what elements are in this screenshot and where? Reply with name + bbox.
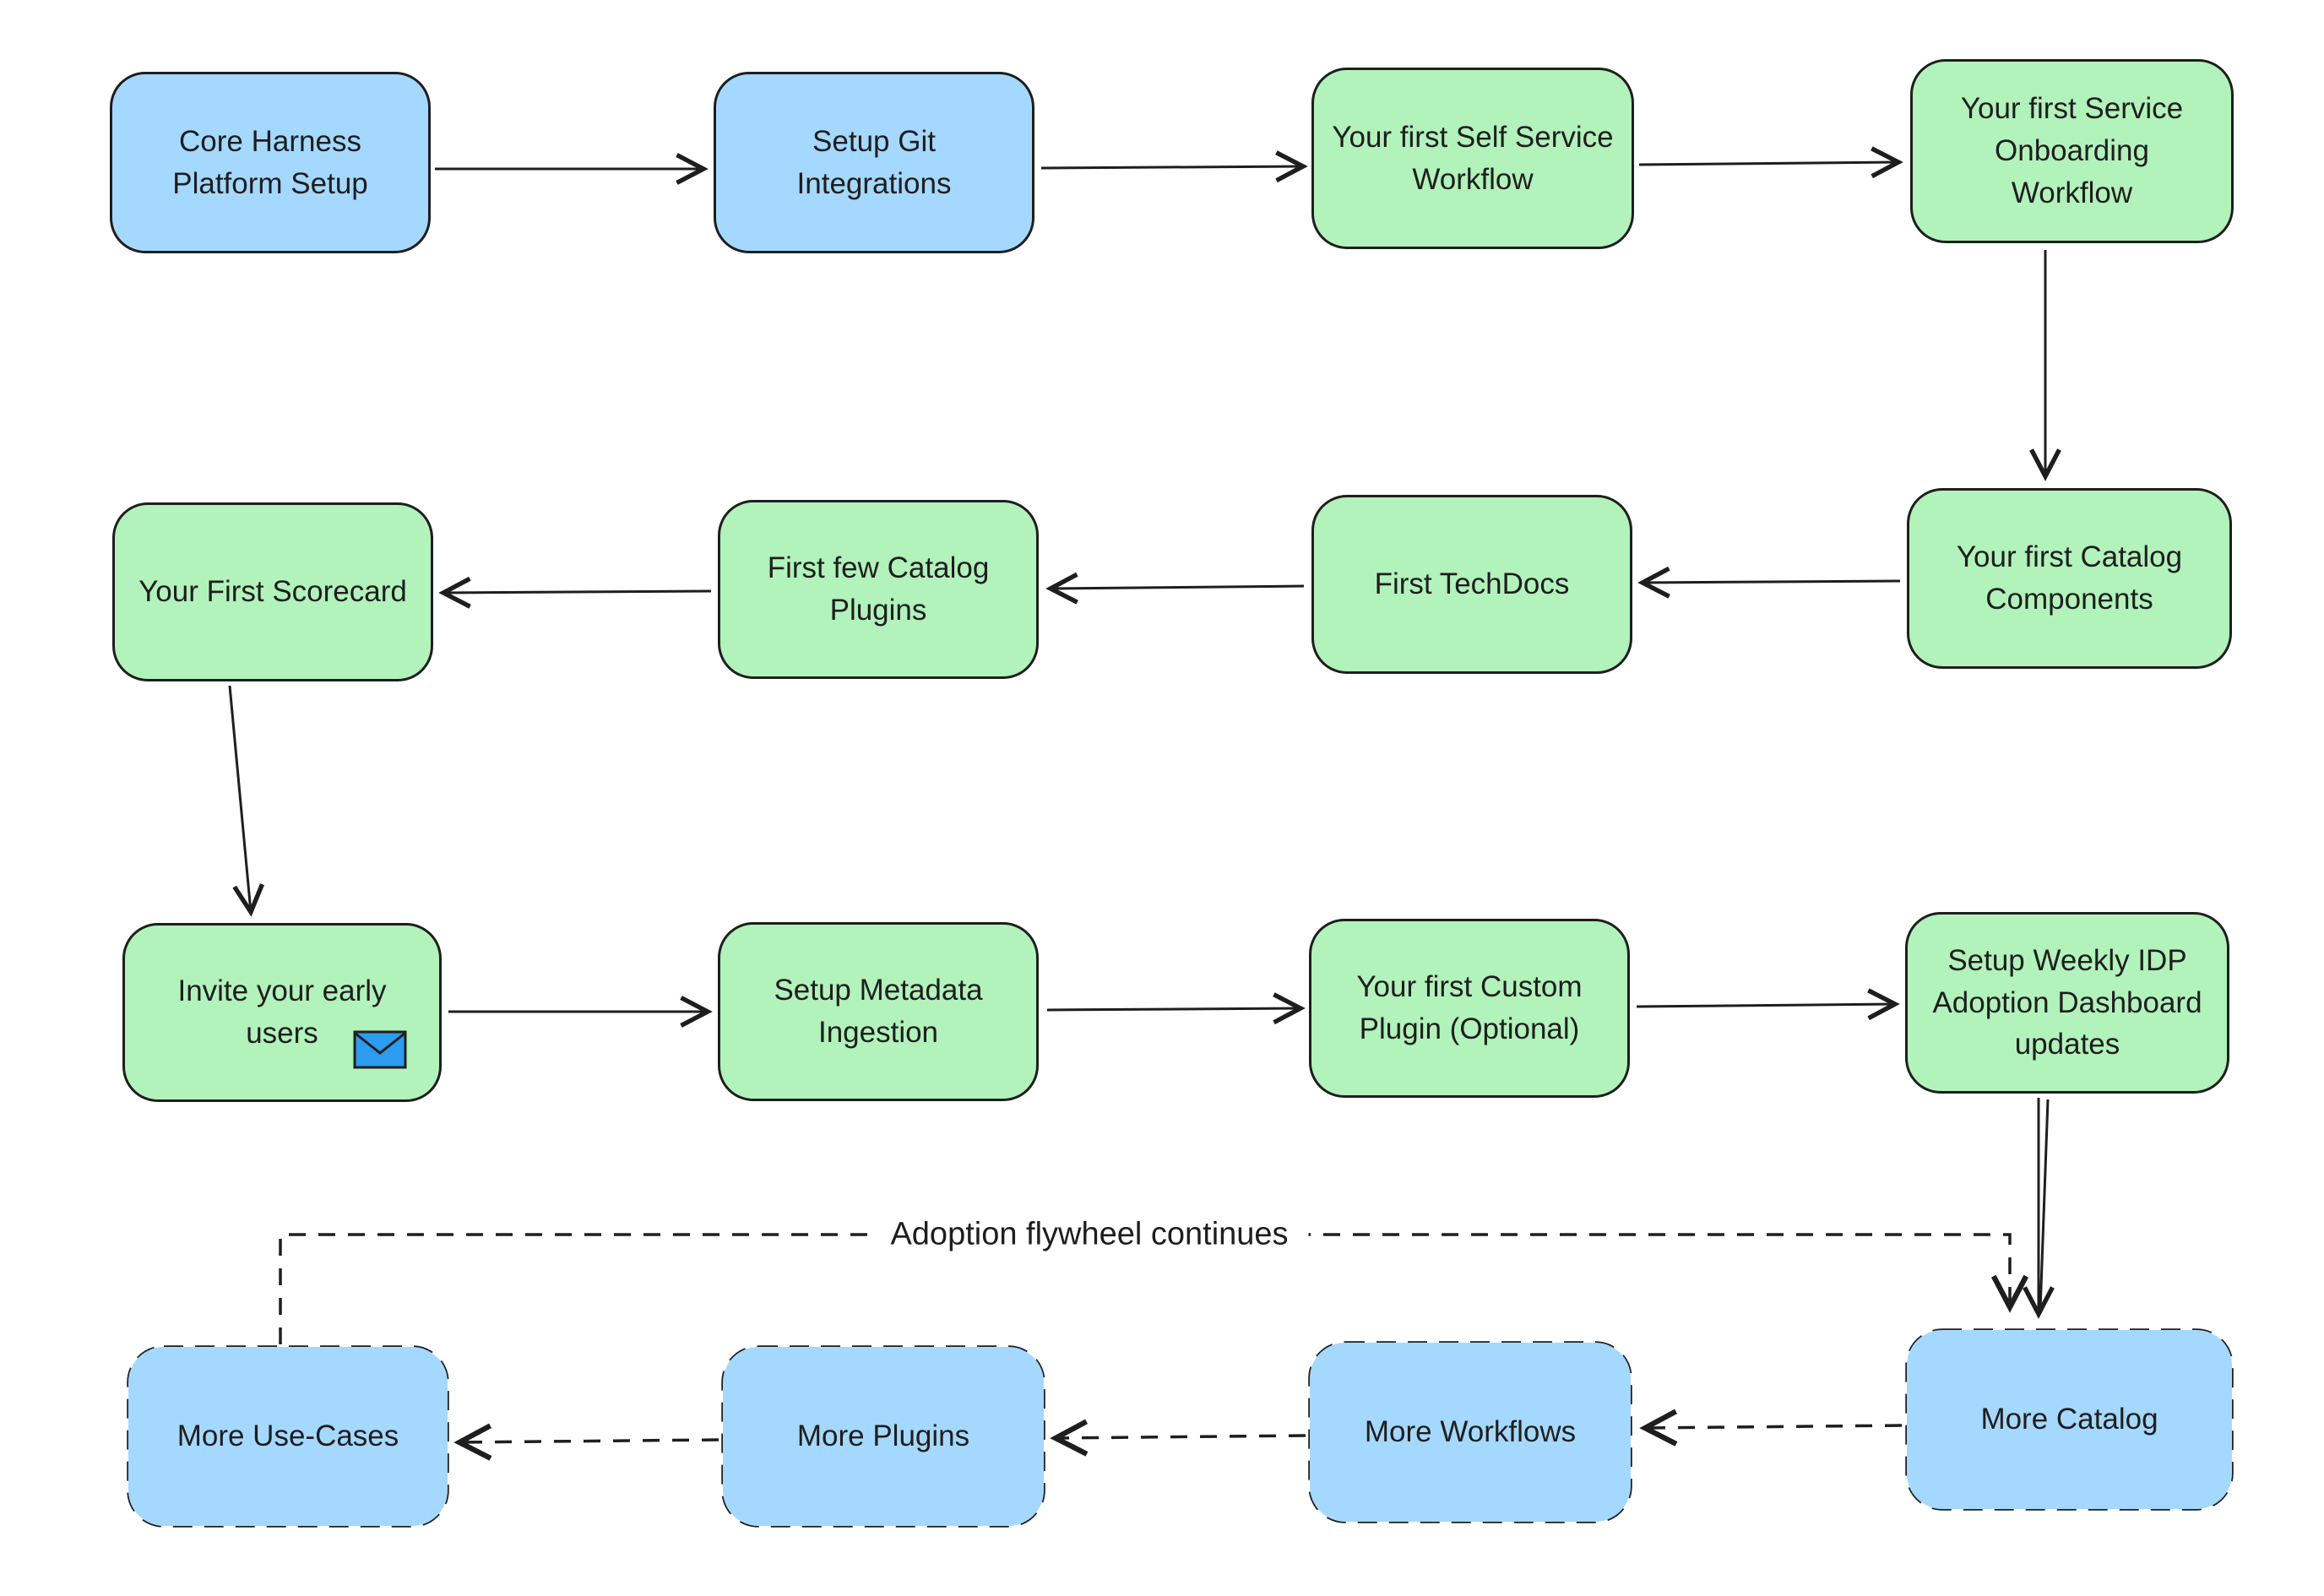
node-label: First few Catalog Plugins — [767, 551, 990, 627]
node-more-catalog: More Catalog — [1907, 1330, 2232, 1509]
node-label: First TechDocs — [1374, 567, 1570, 601]
node-label: More Workflows — [1364, 1415, 1577, 1449]
node-first-techdocs: First TechDocs — [1311, 495, 1632, 674]
arrow-catalog-components-to-techdocs — [1637, 566, 1901, 599]
arrow-git-to-self-service — [1040, 150, 1308, 183]
arrow-more-plugins-to-more-use-cases — [453, 1423, 719, 1461]
node-label: More Plugins — [796, 1420, 970, 1453]
node-label: Invite your early users — [177, 974, 387, 1050]
node-more-workflows: More Workflows — [1310, 1343, 1631, 1522]
arrow-scorecard-to-invite — [228, 685, 265, 917]
node-first-self-service-workflow: Your first Self Service Workflow — [1311, 68, 1634, 249]
node-core-harness-platform-setup: Core Harness Platform Setup — [110, 72, 431, 253]
arrow-weekly-idp-to-more-catalog-double-stroke — [2039, 1099, 2050, 1311]
envelope-icon — [353, 1030, 407, 1069]
arrow-custom-plugin-to-weekly-idp — [1636, 988, 1900, 1021]
node-label: Your First Scorecard — [138, 575, 407, 609]
arrow-metadata-to-custom-plugin — [1046, 992, 1306, 1025]
node-label: Your first Service Onboarding Workflow — [1960, 92, 2184, 209]
flywheel-label: Adoption flywheel continues — [870, 1214, 1309, 1255]
node-label: Core Harness Platform Setup — [172, 124, 368, 200]
node-weekly-idp-dashboard: Setup Weekly IDP Adoption Dashboard upda… — [1905, 912, 2229, 1094]
arrow-techdocs-to-catalog-plugins — [1045, 572, 1305, 605]
node-label: Setup Weekly IDP Adoption Dashboard upda… — [1932, 943, 2202, 1061]
flywheel-loop-arrow — [279, 1233, 2029, 1344]
node-setup-git-integrations: Setup Git Integrations — [714, 72, 1034, 253]
node-label: Your first Self Service Workflow — [1332, 120, 1614, 196]
node-more-use-cases: More Use-Cases — [128, 1347, 448, 1526]
node-label: Your first Catalog Components — [1956, 540, 2183, 616]
node-first-custom-plugin: Your first Custom Plugin (Optional) — [1309, 919, 1630, 1098]
node-label: More Catalog — [1980, 1403, 2158, 1436]
node-label: Setup Metadata Ingestion — [774, 974, 983, 1049]
arrow-more-catalog-to-more-workflows — [1639, 1409, 1903, 1447]
node-label: Your first Custom Plugin (Optional) — [1356, 970, 1583, 1045]
node-more-plugins: More Plugins — [723, 1347, 1044, 1526]
node-invite-early-users: Invite your early users — [122, 923, 442, 1102]
node-your-first-scorecard: Your First Scorecard — [112, 502, 433, 681]
node-first-few-catalog-plugins: First few Catalog Plugins — [718, 500, 1039, 679]
node-first-service-onboarding-workflow: Your first Service Onboarding Workflow — [1910, 59, 2234, 243]
arrow-catalog-plugins-to-scorecard — [438, 576, 712, 609]
node-setup-metadata-ingestion: Setup Metadata Ingestion — [718, 922, 1039, 1101]
node-label: More Use-Cases — [176, 1420, 399, 1453]
node-label: Setup Git Integrations — [796, 124, 952, 200]
arrow-self-service-to-onboarding — [1638, 146, 1903, 179]
arrow-more-workflows-to-more-plugins — [1050, 1419, 1306, 1457]
node-first-catalog-components: Your first Catalog Components — [1907, 488, 2232, 669]
